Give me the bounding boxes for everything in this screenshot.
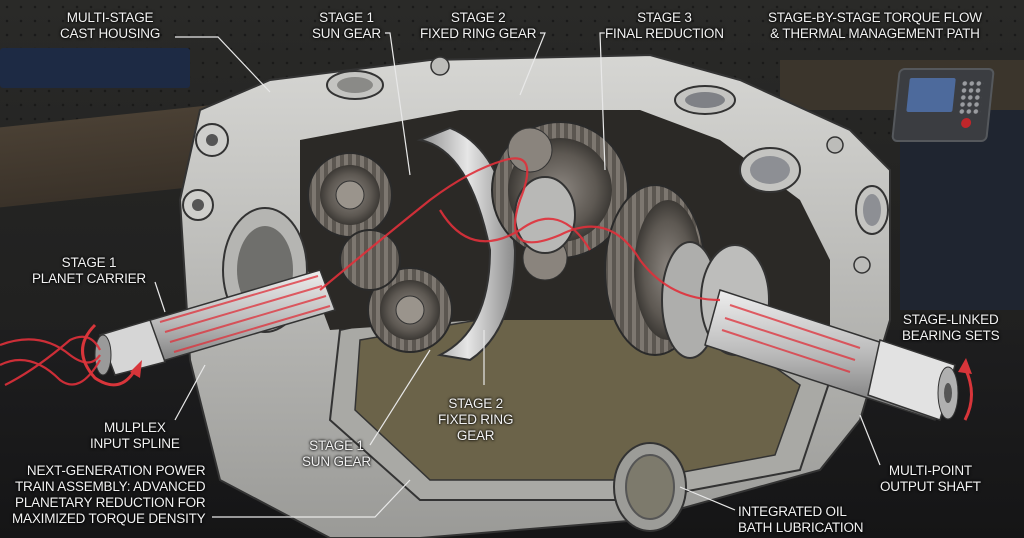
label-line: Input Spline xyxy=(90,436,180,451)
label-stage1-planet-carrier: Stage 1 Planet Carrier xyxy=(32,255,146,287)
label-line: Multi-Point xyxy=(888,463,972,478)
label-output-shaft: Multi-Point Output Shaft xyxy=(880,463,981,495)
label-line: Final Reduction xyxy=(605,26,724,41)
label-line: Stage 1 xyxy=(309,438,364,453)
output-shaft xyxy=(700,244,959,421)
label-torque-flow-path: Stage-by-Stage Torque Flow & Thermal Man… xyxy=(768,10,982,42)
label-stage2-ring-gear-top: Stage 2 Fixed Ring Gear xyxy=(420,10,536,42)
label-cast-housing: Multi-Stage Cast Housing xyxy=(60,10,160,42)
label-line: Output Shaft xyxy=(880,479,981,494)
label-stage3-final-reduction: Stage 3 Final Reduction xyxy=(605,10,724,42)
label-line: Stage-Linked xyxy=(902,312,999,327)
label-line: Bath Lubrication xyxy=(738,520,864,535)
input-shaft xyxy=(94,207,336,376)
label-line: Gear xyxy=(456,428,495,443)
torque-flow-particles xyxy=(0,157,721,386)
label-line: Cast Housing xyxy=(60,26,161,41)
label-line: Stage-by-Stage Torque Flow xyxy=(768,10,982,25)
caption-line: Next-Generation Power xyxy=(26,463,206,478)
label-oil-bath-lubrication: Integrated Oil Bath Lubrication xyxy=(738,504,864,536)
label-stage1-sun-gear-top: Stage 1 Sun Gear xyxy=(312,10,381,42)
label-line: Multi-Stage xyxy=(66,10,154,25)
caption-line: Planetary Reduction for xyxy=(15,495,206,510)
label-line: Sun Gear xyxy=(302,454,371,469)
label-line: Stage 1 xyxy=(61,255,117,270)
label-line: Stage 2 xyxy=(450,10,506,25)
rotation-arrow-output xyxy=(963,367,973,421)
label-input-spline: Mulplex Input Spline xyxy=(90,420,180,452)
tool-cabinet xyxy=(900,110,1024,310)
label-line: Mulplex xyxy=(104,420,166,435)
label-line: Stage 1 xyxy=(319,10,374,25)
label-line: Integrated Oil xyxy=(738,504,847,519)
label-line: Bearing Sets xyxy=(902,328,1000,343)
rotation-arrow-input xyxy=(81,323,137,387)
leader-lines xyxy=(154,32,881,518)
label-line: Planet Carrier xyxy=(32,271,146,286)
label-line: Stage 2 xyxy=(448,396,503,411)
label-line: Fixed Ring Gear xyxy=(420,26,537,41)
caption-title: Next-Generation Power Train Assembly: Ad… xyxy=(12,463,206,527)
label-stage-linked-bearing-sets: Stage-Linked Bearing Sets xyxy=(902,312,1000,344)
label-stage2-ring-gear-bottom: Stage 2 Fixed Ring Gear xyxy=(438,396,513,444)
label-line: Stage 3 xyxy=(637,10,692,25)
caption-line: Train Assembly: Advanced xyxy=(14,479,206,494)
label-line: Sun Gear xyxy=(312,26,381,41)
label-stage1-sun-gear-bottom: Stage 1 Sun Gear xyxy=(302,438,371,470)
label-line: Fixed Ring xyxy=(438,412,514,427)
storage-bins xyxy=(0,48,190,88)
planetary-gearset xyxy=(307,121,719,362)
caption-line: Maximized Torque Density xyxy=(12,511,206,526)
label-line: & Thermal Management Path xyxy=(770,26,980,41)
